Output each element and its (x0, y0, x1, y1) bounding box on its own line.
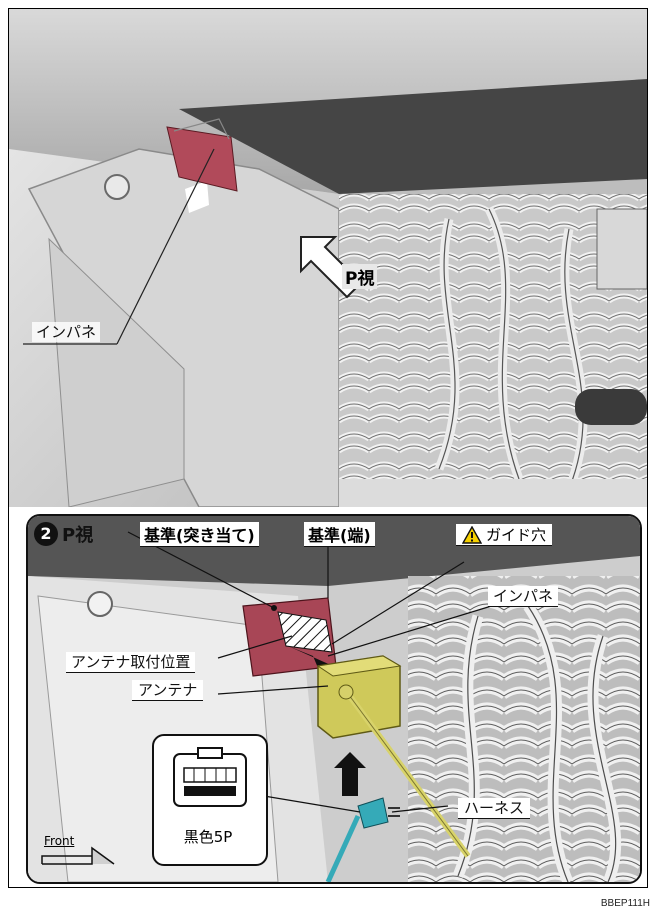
label-guide-hole: ガイド穴 (486, 526, 547, 544)
detail-panel: 2 P視 基準(突き当て) 基準(端) ガイド穴 インパネ アンテナ取付位置 ア… (26, 514, 642, 884)
front-indicator: Front (40, 834, 120, 866)
label-instrument-panel-top: インパネ (32, 322, 101, 342)
label-connector-color: 黒色5P (183, 828, 233, 846)
label-reference-edge: 基準(端) (304, 522, 375, 547)
label-instrument-panel-detail: インパネ (488, 586, 559, 607)
connector-inset: 黒色5P (152, 734, 268, 866)
guide-hole-callout: ガイド穴 (456, 524, 553, 546)
label-front: Front (44, 834, 75, 848)
label-antenna-position: アンテナ取付位置 (66, 652, 196, 673)
label-view-p: P視 (342, 264, 378, 289)
label-reference-abut: 基準(突き当て) (140, 522, 259, 547)
label-antenna: アンテナ (132, 680, 204, 701)
insert-direction-arrow-icon (334, 752, 366, 796)
top-illustration (9, 9, 647, 507)
detail-title: P視 (62, 525, 94, 546)
label-harness: ハーネス (458, 798, 531, 819)
detail-illustration (28, 516, 640, 882)
warning-triangle-icon (462, 525, 482, 544)
front-arrow-icon (41, 846, 115, 865)
figure-code: BBEP111H (600, 898, 650, 909)
connector-5p-icon (173, 747, 247, 807)
step-number-badge: 2 (34, 522, 58, 546)
